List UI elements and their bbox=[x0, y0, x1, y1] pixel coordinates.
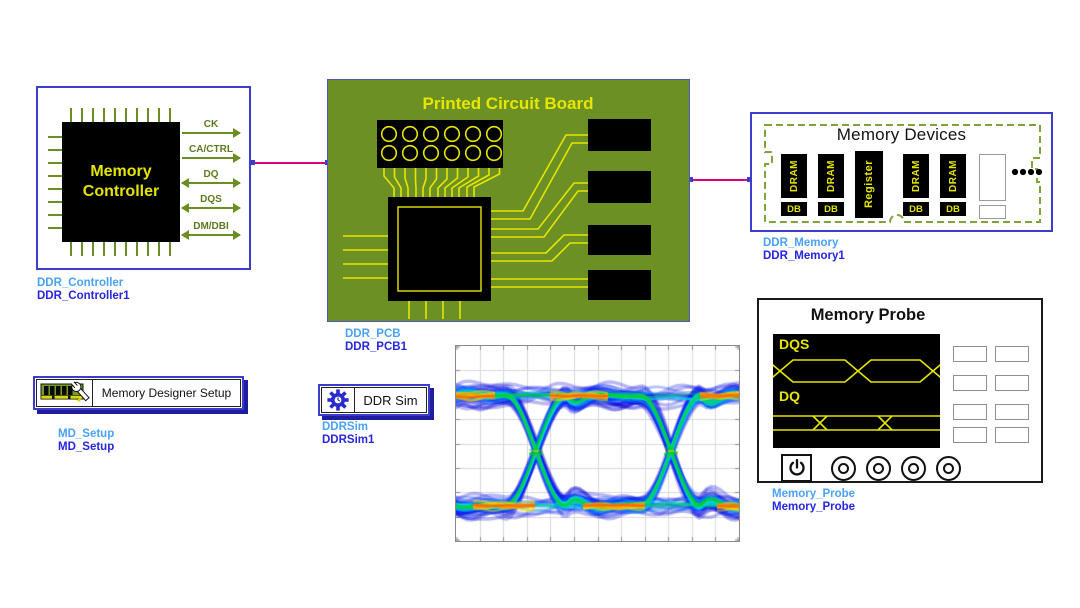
power-button[interactable] bbox=[781, 454, 812, 482]
db-block: DB bbox=[940, 202, 966, 216]
md-setup-instance-label[interactable]: MD_Setup bbox=[58, 441, 114, 454]
dimm-wrench-icon bbox=[37, 380, 93, 406]
dram-block: DRAM bbox=[818, 154, 844, 198]
pcb-artwork: Printed Circuit Board bbox=[328, 80, 689, 321]
wire-pcb-to-memory[interactable] bbox=[690, 179, 751, 181]
ddr-sim-button-label: DDR Sim bbox=[355, 388, 426, 412]
eye-diagram-plot[interactable] bbox=[455, 345, 740, 542]
memory-probe-labels: Memory_Probe Memory_Probe bbox=[772, 488, 855, 514]
memory-devices-title: Memory Devices bbox=[752, 125, 1051, 145]
memory-devices-labels: DDR_Memory DDR_Memory1 bbox=[763, 237, 845, 263]
pcb-connector-block bbox=[377, 120, 503, 168]
controller-pins-left bbox=[48, 136, 62, 232]
md-setup-button[interactable]: Memory Designer Setup bbox=[33, 376, 244, 410]
probe-knob[interactable] bbox=[901, 456, 926, 481]
pcb-symbol[interactable]: Printed Circuit Board bbox=[327, 79, 690, 322]
dq-waveform bbox=[813, 416, 892, 430]
memory-probe-type-label[interactable]: Memory_Probe bbox=[772, 488, 855, 501]
signal-label-dqs: DQS bbox=[182, 195, 240, 205]
signal-row-dqs: DQS bbox=[182, 195, 240, 209]
signal-arrow-out bbox=[182, 132, 240, 134]
ddr-sim-labels: DDRSim DDRSim1 bbox=[322, 421, 374, 447]
md-setup-type-label[interactable]: MD_Setup bbox=[58, 428, 114, 441]
eye-diagram-canvas bbox=[456, 346, 739, 541]
probe-terminal bbox=[995, 404, 1029, 420]
probe-screen: DQS DQ bbox=[773, 334, 940, 448]
md-setup-labels: MD_Setup MD_Setup bbox=[58, 428, 114, 454]
probe-terminal bbox=[995, 346, 1029, 362]
controller-chip: Memory Controller bbox=[62, 122, 180, 242]
signal-label-dm-dbi: DM/DBI bbox=[182, 222, 240, 232]
signal-label-ck: CK bbox=[182, 120, 240, 130]
pcb-labels: DDR_PCB DDR_PCB1 bbox=[345, 328, 407, 354]
power-icon bbox=[787, 458, 807, 478]
signal-arrow-bidir bbox=[182, 234, 240, 236]
dram-block: DRAM bbox=[781, 154, 807, 198]
controller-pins-top bbox=[70, 108, 174, 122]
memory-devices-type-label[interactable]: DDR_Memory bbox=[763, 237, 845, 250]
controller-chip-label-line1: Memory bbox=[83, 162, 159, 182]
empty-db-slot bbox=[979, 205, 1006, 219]
controller-labels: DDR_Controller DDR_Controller1 bbox=[37, 277, 130, 303]
signal-label-dq: DQ bbox=[182, 170, 240, 180]
controller-pins-bottom bbox=[70, 242, 174, 256]
pcb-memory-pads bbox=[588, 119, 651, 300]
probe-terminal bbox=[995, 427, 1029, 443]
expansion-dots-icon bbox=[1012, 169, 1042, 175]
probe-terminal bbox=[953, 375, 987, 391]
probe-waveforms bbox=[773, 334, 940, 448]
md-setup-button-label: Memory Designer Setup bbox=[93, 380, 240, 406]
empty-module-slot bbox=[979, 154, 1006, 201]
memory-probe-instance-label[interactable]: Memory_Probe bbox=[772, 501, 855, 514]
dram-block: DRAM bbox=[903, 154, 929, 198]
wire-junction bbox=[250, 160, 255, 165]
signal-arrow-bidir bbox=[182, 207, 240, 209]
memory-probe-symbol[interactable]: Memory Probe DQS DQ bbox=[757, 298, 1043, 483]
memory-devices-symbol[interactable]: Memory Devices DRAM DB DRAM DB Register … bbox=[750, 112, 1053, 232]
probe-terminal bbox=[953, 427, 987, 443]
pcb-bga-chip bbox=[388, 197, 491, 301]
probe-terminal bbox=[953, 346, 987, 362]
pcb-type-label[interactable]: DDR_PCB bbox=[345, 328, 407, 341]
memory-controller-symbol[interactable]: Memory Controller CK CA/CTRL DQ DQS DM/D… bbox=[36, 86, 251, 270]
probe-terminal bbox=[953, 404, 987, 420]
probe-terminal bbox=[995, 375, 1029, 391]
ddr-sim-type-label[interactable]: DDRSim bbox=[322, 421, 374, 434]
signal-arrow-bidir bbox=[182, 182, 240, 184]
probe-knob[interactable] bbox=[866, 456, 891, 481]
controller-type-label[interactable]: DDR_Controller bbox=[37, 277, 130, 290]
dq-waveform bbox=[773, 416, 940, 430]
memory-probe-title: Memory Probe bbox=[773, 306, 963, 325]
dram-block: DRAM bbox=[940, 154, 966, 198]
dqs-waveform bbox=[773, 360, 940, 382]
dqs-waveform bbox=[773, 360, 940, 382]
register-block: Register bbox=[855, 151, 883, 218]
probe-knob[interactable] bbox=[936, 456, 961, 481]
db-block: DB bbox=[781, 202, 807, 216]
ddr-sim-button[interactable]: DDR Sim bbox=[318, 384, 430, 416]
memory-devices-instance-label[interactable]: DDR_Memory1 bbox=[763, 250, 845, 263]
signal-arrow-out bbox=[182, 157, 240, 159]
controller-chip-label-line2: Controller bbox=[83, 182, 159, 202]
controller-instance-label[interactable]: DDR_Controller1 bbox=[37, 290, 130, 303]
signal-row-ca-ctrl: CA/CTRL bbox=[182, 145, 240, 159]
db-block: DB bbox=[903, 202, 929, 216]
signal-label-ca-ctrl: CA/CTRL bbox=[182, 145, 240, 155]
signal-row-ck: CK bbox=[182, 120, 240, 134]
signal-row-dm-dbi: DM/DBI bbox=[182, 222, 240, 236]
wire-controller-to-pcb[interactable] bbox=[252, 162, 328, 164]
ddr-sim-instance-label[interactable]: DDRSim1 bbox=[322, 434, 374, 447]
simulation-gear-icon bbox=[322, 388, 355, 412]
probe-knob[interactable] bbox=[831, 456, 856, 481]
pcb-title: Printed Circuit Board bbox=[423, 94, 594, 113]
signal-row-dq: DQ bbox=[182, 170, 240, 184]
db-block: DB bbox=[818, 202, 844, 216]
pcb-instance-label[interactable]: DDR_PCB1 bbox=[345, 341, 407, 354]
